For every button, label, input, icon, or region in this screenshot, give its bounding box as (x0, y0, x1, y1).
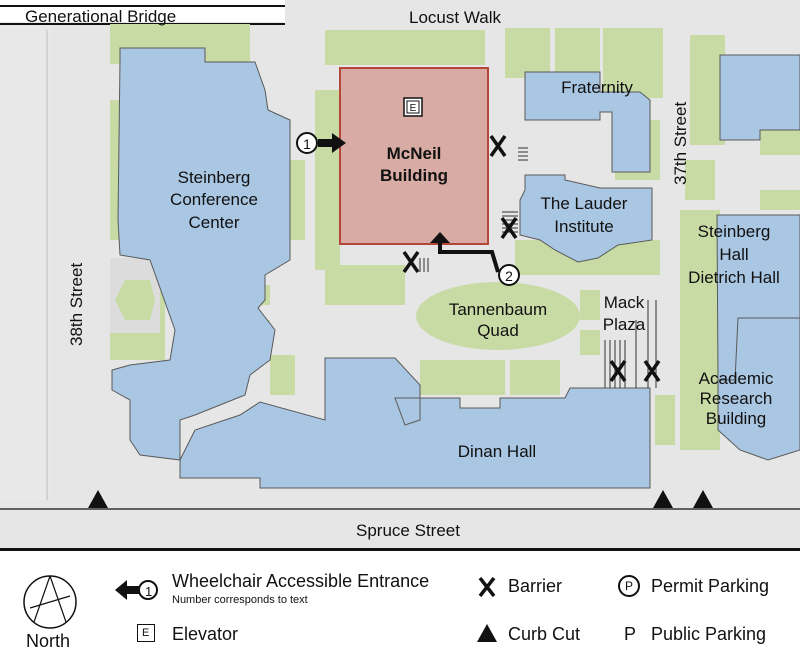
mcneil-label-line2: Building (380, 166, 448, 185)
entrance-2-marker (498, 264, 520, 286)
entrance-2-number: 2 (505, 268, 513, 284)
steinberg-hall-label-3: Dietrich Hall (688, 268, 780, 287)
barrier-icons (402, 134, 661, 383)
entrance-1-marker (296, 132, 318, 154)
north-compass-icon (23, 575, 77, 629)
spruce-street-road (0, 508, 800, 548)
barrier-icon (609, 359, 627, 383)
campus-map: 2 1 E Generational Bridge Locust Walk 37… (0, 0, 800, 548)
steinberg-conference-center (111, 47, 291, 461)
entrance-1-arrow-shaft (318, 139, 334, 147)
permit-parking-label: Permit Parking (651, 576, 770, 596)
entrance-1-arrowhead (332, 133, 346, 153)
mack-label-1: Mack (604, 293, 645, 312)
permit-parking-glyph: P (625, 579, 634, 593)
map-legend: North 1 Wheelchair Accessible Entrance N… (0, 548, 800, 659)
curb-cut-icons (88, 490, 713, 508)
elevator-inner (406, 100, 420, 114)
barrier-icon (402, 250, 420, 274)
spruce-street-label: Spruce Street (356, 521, 460, 540)
public-parking-glyph: P (624, 624, 637, 644)
lauder-institute (519, 174, 653, 263)
north-label: North (26, 631, 71, 651)
tannenbaum-label-2: Quad (477, 321, 519, 340)
route-arrowhead-2 (430, 232, 450, 243)
fraternity (524, 71, 651, 173)
entrance-legend-icon (115, 580, 158, 600)
entrance-legend-note: Number corresponds to text (172, 594, 308, 606)
entrance-legend-number: 1 (145, 584, 153, 599)
curb-cut-icon (88, 490, 108, 508)
barrier-icon (643, 359, 661, 383)
permit-parking-icon (618, 575, 640, 597)
academic-label-3: Building (706, 409, 767, 428)
38th-street-label: 38th Street (67, 263, 86, 346)
stairs (419, 147, 657, 388)
steinberg-conf-label-3: Center (188, 213, 239, 232)
elevator-legend-label: Elevator (172, 624, 239, 644)
dinan-label: Dinan Hall (458, 442, 536, 461)
fraternity-label: Fraternity (561, 78, 633, 97)
public-parking-label: Public Parking (651, 624, 767, 644)
barrier-icon (489, 134, 507, 158)
dinan-hall (179, 357, 651, 489)
elevator-legend-icon (137, 624, 155, 642)
generational-bridge-label: Generational Bridge (25, 7, 176, 26)
steinberg-hall-label-1: Steinberg (698, 222, 771, 241)
steinberg-conf-label-1: Steinberg (178, 168, 251, 187)
elevator-legend-glyph: E (142, 627, 150, 639)
barrier-legend-icon (478, 577, 496, 597)
locust-walk-label: Locust Walk (409, 8, 501, 27)
curb-cut-icon (693, 490, 713, 508)
buildings (111, 47, 800, 489)
lauder-label-2: Institute (554, 217, 614, 236)
tannenbaum-label-1: Tannenbaum (449, 300, 547, 319)
west-strip (0, 0, 50, 500)
entrance-1-number: 1 (303, 136, 311, 152)
steinberg-north (719, 54, 800, 141)
lauder-label-1: The Lauder (541, 194, 628, 213)
elevator-glyph: E (410, 103, 417, 114)
academic-research-building (717, 317, 800, 461)
steinberg-hall-label-2: Hall (719, 245, 748, 264)
curb-cut-legend-icon (477, 624, 497, 642)
academic-label-2: Research (700, 389, 773, 408)
curb-cut-icon (653, 490, 673, 508)
curb-cut-legend-label: Curb Cut (508, 624, 581, 644)
37th-street-label: 37th Street (671, 102, 690, 185)
elevator-marker (403, 97, 423, 117)
mack-label-2: Plaza (603, 315, 646, 334)
entrance-legend-label: Wheelchair Accessible Entrance (172, 571, 430, 591)
academic-label-1: Academic (699, 369, 774, 388)
plaza-lawn (115, 280, 155, 320)
steinberg-conf-label-2: Conference (170, 190, 258, 209)
route-entrance-2 (438, 240, 500, 273)
barrier-legend-label: Barrier (508, 576, 563, 596)
barrier-icon (500, 216, 518, 240)
mcneil-label-line1: McNeil (387, 144, 442, 163)
